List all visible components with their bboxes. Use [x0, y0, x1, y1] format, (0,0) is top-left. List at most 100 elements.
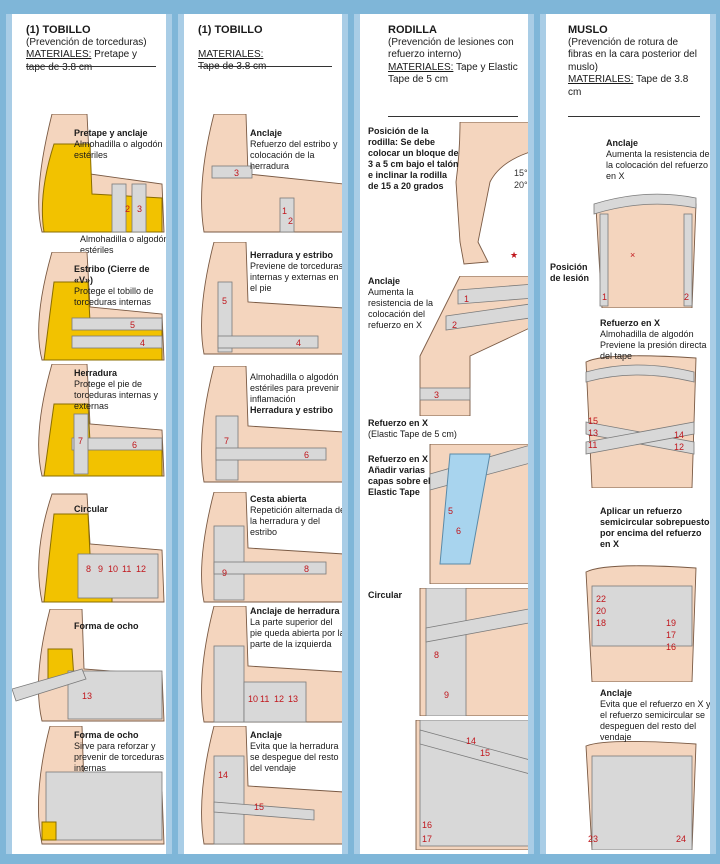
leg-illustration: 15°20° ★ — [455, 122, 528, 265]
step-caption: Anclaje Aumenta la resistencia de la col… — [368, 276, 448, 331]
svg-text:6: 6 — [456, 526, 461, 536]
step-caption: Herradura y estribo Previene de torcedur… — [250, 250, 342, 294]
step-text: Añadir varias capas sobre el Elastic Tap… — [368, 465, 431, 497]
step-text: Refuerzo del estribo y colocación de la … — [250, 139, 338, 171]
step-title: Anclaje — [606, 138, 639, 148]
svg-text:3: 3 — [137, 204, 142, 214]
svg-text:10: 10 — [248, 694, 258, 704]
step-title: Pretape y anclaje — [74, 128, 148, 138]
svg-text:1: 1 — [602, 292, 607, 302]
svg-text:13: 13 — [588, 428, 598, 438]
svg-text:2: 2 — [452, 320, 457, 330]
column-title: (1) TOBILLO — [26, 24, 91, 36]
step-title: Anclaje — [600, 688, 633, 698]
step-text: Se debe colocar un bloque de 3 a 5 cm ba… — [368, 137, 459, 191]
step-caption: Circular — [368, 590, 428, 601]
column-subtitle: (Prevención de torceduras) — [26, 36, 147, 48]
svg-text:12: 12 — [274, 694, 284, 704]
svg-text:22: 22 — [596, 594, 606, 604]
svg-text:23: 23 — [588, 834, 598, 844]
divider — [198, 66, 332, 67]
svg-text:8: 8 — [86, 564, 91, 574]
svg-text:15: 15 — [588, 416, 598, 426]
step-text: Almohadilla de algodón Previene la presi… — [600, 329, 707, 361]
step-caption: Pretape y anclaje Almohadilla o algodón … — [74, 128, 164, 161]
step-text: Evita que el refuerzo en X y el refuerzo… — [600, 699, 711, 742]
svg-text:12: 12 — [136, 564, 146, 574]
svg-text:2: 2 — [125, 204, 130, 214]
materials-text: Tape de 3.8 cm — [198, 61, 334, 74]
materials-label: MATERIALES: — [568, 74, 634, 85]
knee-illustration: 89 — [419, 588, 528, 716]
svg-text:14: 14 — [674, 430, 684, 440]
step-panel: Forma de ocho Sirve para reforzar y prev… — [12, 726, 166, 846]
svg-text:14: 14 — [466, 736, 476, 746]
svg-text:2: 2 — [684, 292, 689, 302]
step-title: Herradura y estribo — [250, 405, 334, 415]
svg-text:×: × — [630, 250, 635, 260]
step-title: Circular — [74, 504, 109, 514]
ankle-illustration: 312 — [201, 114, 342, 233]
svg-text:5: 5 — [130, 320, 135, 330]
divider — [568, 116, 700, 117]
svg-text:5: 5 — [222, 296, 227, 306]
step-title: Forma de ocho — [74, 621, 139, 631]
step-text: (Elastic Tape de 5 cm) — [368, 429, 457, 439]
column-title: MUSLO — [568, 24, 608, 36]
svg-text:2: 2 — [288, 216, 293, 226]
knee-illustration: 56 — [429, 444, 528, 584]
svg-text:1: 1 — [464, 294, 469, 304]
materials-text: Pretape y tape de 3.8 cm — [26, 49, 137, 73]
column-header: (1) TOBILLO (Prevención de torceduras) M… — [26, 24, 158, 74]
svg-text:9: 9 — [222, 568, 227, 578]
ankle-illustration: 54 — [38, 252, 165, 361]
svg-text:12: 12 — [674, 442, 684, 452]
svg-text:9: 9 — [98, 564, 103, 574]
svg-text:11: 11 — [122, 564, 131, 574]
svg-text:10: 10 — [108, 564, 118, 574]
column-subtitle: (Prevención de lesiones con refuerzo int… — [388, 36, 514, 61]
svg-text:13: 13 — [82, 691, 92, 701]
column-rodilla: RODILLA (Prevención de lesiones con refu… — [354, 14, 534, 854]
injury-position-label: Posición de lesión — [550, 262, 590, 283]
step-text: Almohadilla o algodón estériles — [74, 139, 163, 160]
step-caption: Cesta abierta Repetición alternada de la… — [250, 494, 342, 538]
svg-text:8: 8 — [434, 650, 439, 660]
svg-text:17: 17 — [666, 630, 676, 640]
svg-text:24: 24 — [676, 834, 686, 844]
svg-text:6: 6 — [304, 450, 309, 460]
materials-label: MATERIALES: — [26, 49, 92, 60]
step-text: Aumenta la resistencia de la colocación … — [606, 149, 710, 181]
column-subtitle: (Prevención de rotura de fibras en la ca… — [568, 36, 697, 73]
step-caption: Circular — [74, 504, 166, 515]
step-caption: Refuerzo en X (Elastic Tape de 5 cm) — [368, 418, 468, 440]
step-title: Herradura — [74, 368, 118, 378]
step-panel: 15°20° ★ Posición de la rodilla: Se debe… — [360, 122, 528, 272]
step-caption: Anclaje Aumenta la resistencia de la col… — [606, 138, 710, 182]
svg-text:6: 6 — [132, 440, 137, 450]
column-tobillo-2: (1) TOBILLO MATERIALES: Tape de 3.8 cm 3… — [178, 14, 348, 854]
svg-text:7: 7 — [224, 436, 229, 446]
step-text: La parte superior del pie queda abierta … — [250, 617, 345, 649]
ankle-illustration: 54 — [201, 242, 342, 355]
svg-text:20°: 20° — [514, 180, 528, 190]
column-muslo: MUSLO (Prevención de rotura de fibras en… — [540, 14, 716, 854]
step-title: Cesta abierta — [250, 494, 307, 504]
step-caption: Refuerzo en X Almohadilla de algodón Pre… — [600, 318, 710, 362]
